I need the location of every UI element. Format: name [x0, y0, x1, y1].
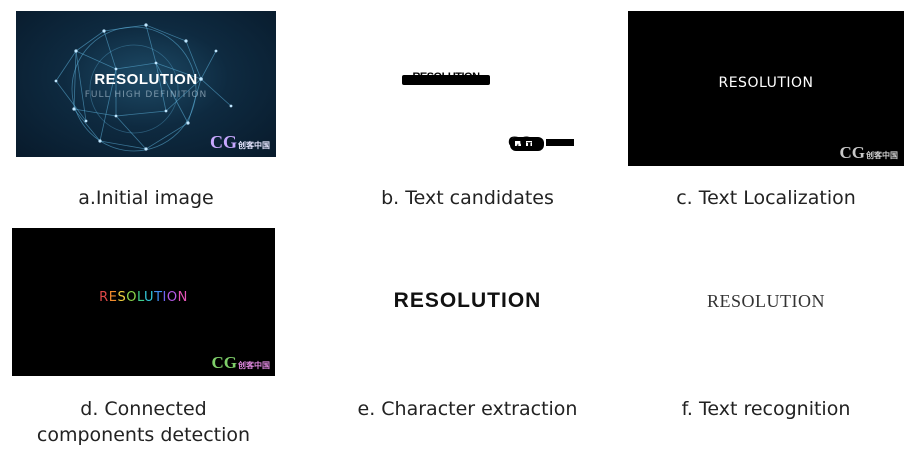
component-letter: R [99, 290, 109, 305]
text-candidates-panel: RESOLUTION CG [340, 11, 595, 157]
component-letter: O [126, 290, 137, 305]
text-localization-panel: RESOLUTION CG创客中国 [628, 11, 904, 166]
image-title-text: RESOLUTION [94, 71, 198, 88]
character-extraction-panel: RESOLUTION [340, 228, 595, 376]
network-sphere-graphic [54, 23, 233, 152]
component-letter: S [117, 290, 127, 305]
connected-components-panel: RESOLUTION CG创客中国 [12, 228, 275, 376]
caption-b: b. Text candidates [381, 187, 554, 209]
localized-title-text: RESOLUTION [718, 75, 814, 91]
caption-c: c. Text Localization [676, 187, 856, 209]
caption-d-line1: d. Connected [80, 398, 207, 420]
text-recognition-panel: RESOLUTION [628, 228, 904, 376]
caption-e: e. Character extraction [357, 398, 578, 420]
initial-image-panel: RESOLUTION FULL HIGH DEFINITION CG创客中国 [16, 11, 276, 157]
component-letter: U [144, 290, 155, 305]
component-letter: T [154, 290, 163, 305]
extracted-characters-text: RESOLUTION [393, 289, 542, 312]
component-letter: O [166, 290, 178, 305]
cg-logo: CG创客中国 [839, 143, 899, 162]
candidate-blobs [402, 75, 574, 151]
candidate-cg-logo: CG [508, 134, 532, 151]
cg-logo: CG创客中国 [211, 353, 271, 372]
caption-a: a.Initial image [78, 187, 214, 209]
recognized-text: RESOLUTION [707, 291, 825, 311]
component-letter: E [108, 290, 118, 305]
colored-components-text: RESOLUTION [12, 290, 275, 305]
candidate-title-text: RESOLUTION [412, 71, 480, 83]
caption-f: f. Text recognition [681, 398, 851, 420]
component-letter: L [136, 290, 145, 305]
caption-d-line2: components detection [36, 424, 251, 446]
component-letter: N [177, 290, 188, 305]
cg-logo: CG创客中国 [210, 132, 270, 152]
image-subtitle-text: FULL HIGH DEFINITION [84, 90, 208, 100]
component-letter: I [162, 290, 167, 305]
caption-d: d. Connected components detection [12, 396, 275, 448]
